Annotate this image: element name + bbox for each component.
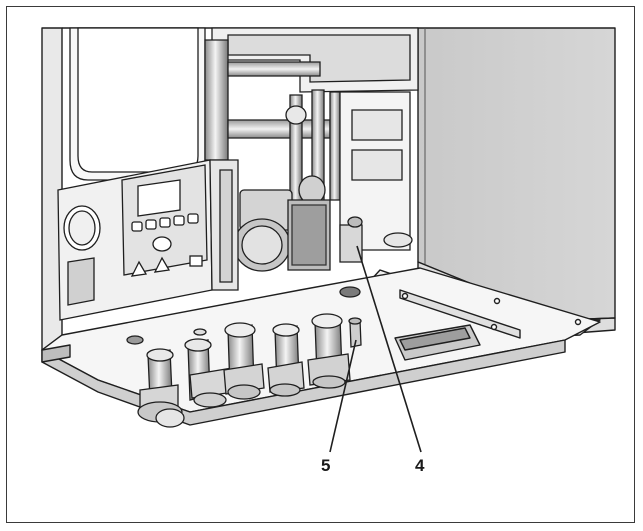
callout-label-5: 5 bbox=[321, 456, 331, 475]
heat-exchanger-area bbox=[69, 27, 419, 272]
hydraulic-connections bbox=[126, 286, 362, 428]
side-bracket bbox=[209, 159, 239, 291]
leader-line-4 bbox=[356, 245, 422, 453]
leader-line-5 bbox=[329, 339, 357, 453]
leader-lines bbox=[329, 245, 422, 453]
control-panel bbox=[57, 159, 213, 321]
callout-label-4: 4 bbox=[415, 456, 425, 475]
